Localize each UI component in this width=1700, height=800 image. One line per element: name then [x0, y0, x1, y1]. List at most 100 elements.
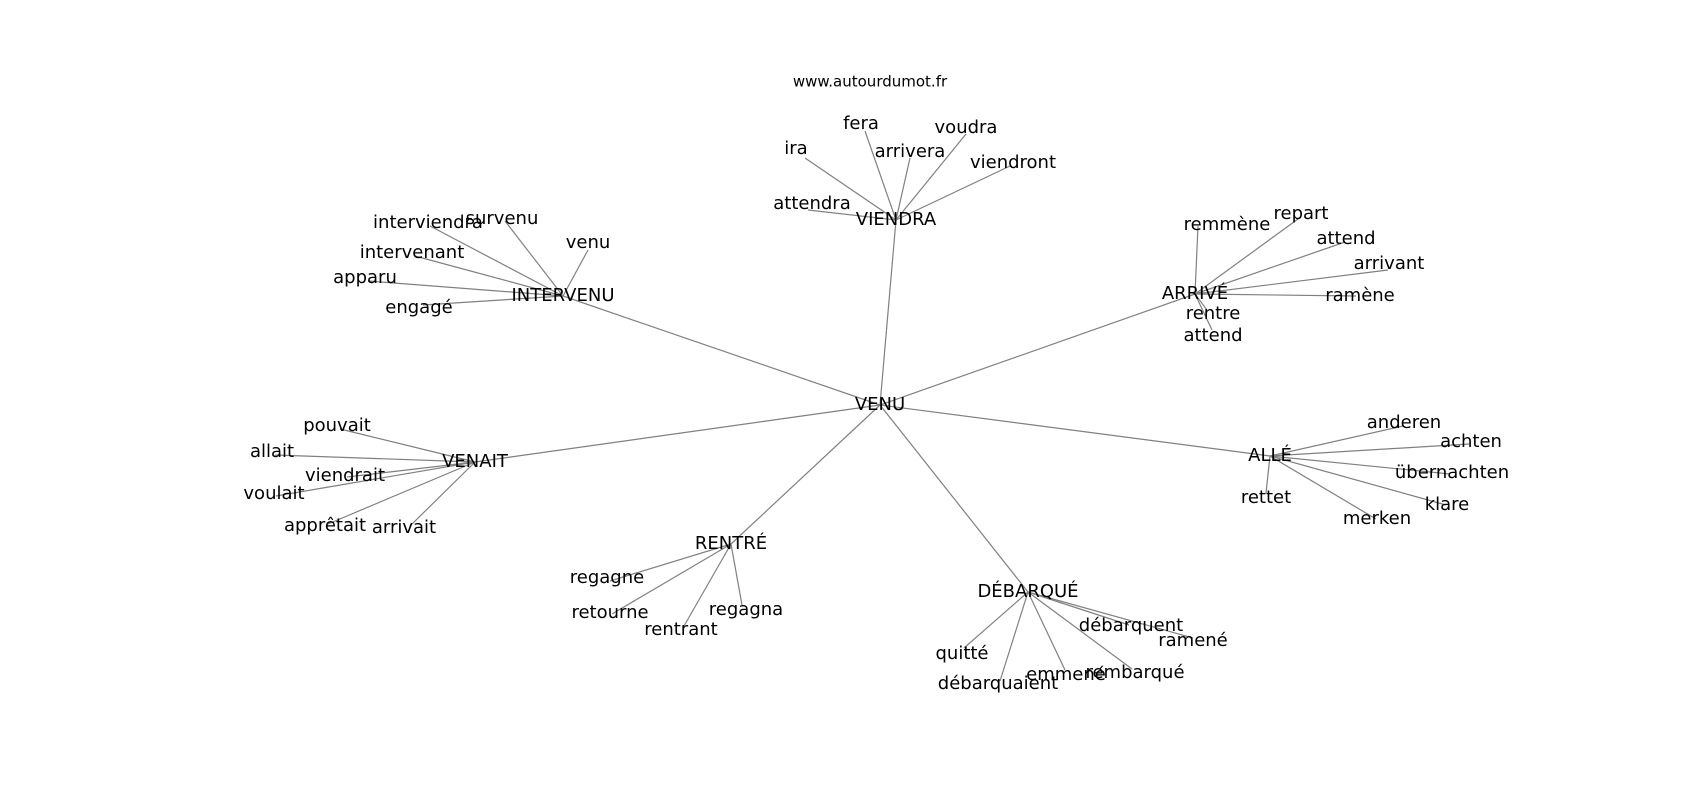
leaf-node-label[interactable]: attendra	[773, 193, 850, 214]
leaf-node-label[interactable]: survenu	[466, 208, 539, 229]
leaf-node-label[interactable]: débarquent	[1079, 615, 1183, 636]
edge-hub-to-leaf	[807, 209, 897, 221]
leaf-node-label[interactable]: voudra	[935, 117, 998, 138]
edge-hub-to-leaf	[611, 543, 732, 615]
edge-hub-to-leaf	[1194, 293, 1357, 297]
leaf-node-label[interactable]: repart	[1274, 203, 1329, 224]
leaf-node-label[interactable]: interviendra	[373, 212, 483, 233]
edge-hub-to-leaf	[895, 157, 911, 221]
leaf-node-label[interactable]: débarquaient	[938, 673, 1058, 694]
hub-node-label[interactable]: INTERVENU	[512, 285, 615, 306]
edge-hub-to-leaf	[327, 461, 476, 525]
hub-node-label[interactable]: DÉBARQUÉ	[977, 580, 1078, 602]
edge-hub-to-leaf	[339, 428, 476, 463]
leaf-node-label[interactable]: merken	[1343, 508, 1411, 529]
edge-hub-to-leaf	[1269, 443, 1470, 457]
leaf-node-label[interactable]: klare	[1425, 494, 1470, 515]
edge-hub-to-leaf	[1269, 455, 1377, 520]
leaf-node-label[interactable]: regagna	[709, 599, 783, 620]
edge-hub-to-leaf	[609, 543, 732, 582]
edge-hub-to-leaf	[414, 255, 564, 297]
leaf-node-label[interactable]: retourne	[571, 602, 648, 623]
edge-hub-to-leaf	[1269, 455, 1451, 475]
leaf-node-label[interactable]: emmené	[1026, 664, 1106, 685]
leaf-node-label[interactable]: attend	[1183, 325, 1242, 346]
graph-edges	[274, 130, 1470, 682]
leaf-node-label[interactable]: anderen	[1367, 412, 1441, 433]
leaf-node-label[interactable]: intervenant	[360, 242, 465, 263]
leaf-node-label[interactable]: arrivera	[875, 141, 946, 162]
leaf-node-label[interactable]: pouvait	[303, 415, 371, 436]
edge-hub-to-leaf	[1265, 455, 1271, 494]
leaf-node-label[interactable]: übernachten	[1395, 462, 1509, 483]
edge-hub-to-leaf	[864, 130, 897, 221]
leaf-node-label[interactable]: rentrant	[644, 619, 717, 640]
leaf-node-label[interactable]: venu	[566, 232, 611, 253]
root-node-label[interactable]: VENU	[855, 394, 905, 415]
leaf-node-label[interactable]: quitté	[935, 643, 988, 664]
edge-hub-to-leaf	[409, 461, 476, 527]
edge-hub-to-leaf	[963, 591, 1029, 649]
hub-node-label[interactable]: ARRIVÉ	[1162, 282, 1228, 304]
edge-hub-to-leaf	[1194, 225, 1199, 295]
leaf-node-label[interactable]: remmène	[1184, 214, 1271, 235]
leaf-node-label[interactable]: rembarqué	[1085, 662, 1184, 683]
edge-hub-to-leaf	[1027, 591, 1194, 639]
edge-hub-to-leaf	[504, 220, 564, 297]
edge-root-to-hub	[879, 404, 1029, 593]
edge-hub-to-leaf	[895, 133, 967, 221]
hub-node-label[interactable]: RENTRÉ	[695, 532, 767, 554]
edge-hub-to-leaf	[1194, 241, 1346, 295]
leaf-node-label[interactable]: allait	[250, 441, 294, 462]
edge-root-to-hub	[879, 404, 1271, 457]
edge-hub-to-leaf	[346, 461, 476, 478]
edge-hub-to-leaf	[274, 454, 476, 463]
leaf-node-label[interactable]: rentre	[1186, 303, 1241, 324]
leaf-node-label[interactable]: ramené	[1158, 630, 1228, 651]
leaf-node-label[interactable]: apprêtait	[284, 515, 366, 536]
leaf-node-label[interactable]: viendrait	[305, 465, 385, 486]
hub-node-label[interactable]: VENAIT	[442, 451, 509, 472]
leaf-node-label[interactable]: ira	[784, 138, 807, 159]
edge-hub-to-leaf	[422, 295, 564, 306]
edge-hub-to-leaf	[1027, 591, 1130, 626]
leaf-node-label[interactable]: viendront	[970, 152, 1056, 173]
edge-root-to-hub	[879, 293, 1196, 406]
leaf-node-label[interactable]: apparu	[333, 267, 397, 288]
hub-node-label[interactable]: ALLÉ	[1248, 444, 1292, 466]
edge-hub-to-leaf	[895, 165, 1011, 221]
edge-hub-to-leaf	[429, 225, 564, 297]
leaf-node-label[interactable]: voulait	[243, 483, 304, 504]
source-credit[interactable]: www.autourdumot.fr	[793, 73, 948, 91]
edge-hub-to-leaf	[1194, 269, 1389, 295]
leaf-node-label[interactable]: arrivait	[372, 517, 436, 538]
leaf-node-label[interactable]: arrivant	[1354, 253, 1425, 274]
edge-hub-to-leaf	[1027, 591, 1066, 671]
leaf-node-label[interactable]: ramène	[1325, 285, 1395, 306]
leaf-node-label[interactable]: achten	[1440, 431, 1502, 452]
edge-hub-to-leaf	[367, 280, 564, 297]
leaf-node-label[interactable]: regagne	[570, 567, 644, 588]
edge-root-to-hub	[474, 404, 881, 463]
edge-hub-to-leaf	[1194, 293, 1208, 311]
edge-root-to-hub	[879, 219, 897, 406]
edge-root-to-hub	[562, 295, 881, 406]
edge-hub-to-leaf	[804, 157, 897, 221]
edge-root-to-hub	[730, 404, 881, 545]
leaf-node-label[interactable]: fera	[843, 113, 879, 134]
edge-hub-to-leaf	[999, 591, 1029, 682]
edge-hub-to-leaf	[730, 543, 743, 606]
edge-hub-to-leaf	[562, 249, 589, 297]
leaf-node-label[interactable]: attend	[1316, 228, 1375, 249]
leaf-node-label[interactable]: rettet	[1241, 487, 1291, 508]
edge-hub-to-leaf	[1027, 591, 1133, 670]
edge-hub-to-leaf	[275, 461, 476, 497]
hub-node-label[interactable]: VIENDRA	[856, 209, 937, 230]
graph-labels: www.autourdumot.fr VENU ira fera arrivera v…	[243, 73, 1509, 695]
edge-hub-to-leaf	[1269, 455, 1447, 506]
edge-hub-to-leaf	[1194, 218, 1299, 295]
leaf-node-label[interactable]: engagé	[385, 297, 452, 318]
edge-hub-to-leaf	[683, 543, 732, 627]
edge-hub-to-leaf	[1269, 425, 1404, 457]
